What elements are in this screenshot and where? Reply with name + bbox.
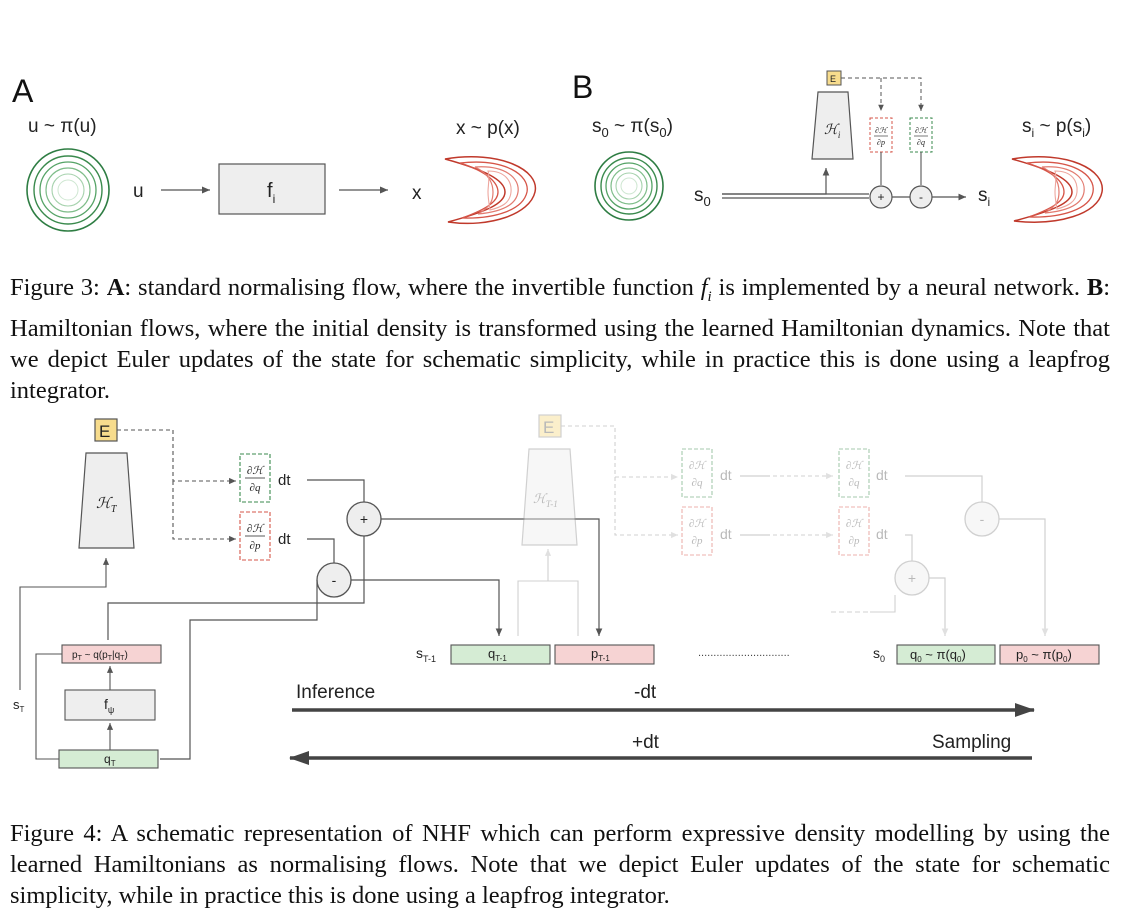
svg-text:dt: dt	[278, 531, 291, 548]
svg-text:∂ℋ∂p: ∂ℋ∂p	[846, 518, 864, 547]
sampling-label: Sampling	[932, 732, 1011, 753]
qT-label: qT	[104, 752, 116, 768]
qT1-box	[450, 644, 551, 665]
svg-text:∂ℋ∂q: ∂ℋ∂q	[689, 460, 707, 489]
svg-text:q0 ~ π(q0): q0 ~ π(q0)	[910, 647, 966, 664]
e-label: E	[830, 74, 836, 84]
si-label: si	[978, 185, 990, 209]
svg-text:∂ℋ∂q: ∂ℋ∂q	[247, 465, 265, 494]
minus-dt-label: -dt	[634, 682, 657, 703]
f-label: fi	[267, 180, 275, 206]
svg-text:-: -	[332, 572, 337, 588]
x-label: x	[412, 183, 422, 204]
prior-s0-label: s0 ~ π(s0)	[592, 116, 673, 140]
e-label-4: E	[99, 422, 110, 441]
q0-box	[896, 644, 996, 665]
s0-label-4: s0	[873, 645, 885, 664]
svg-text:pT-1: pT-1	[591, 646, 610, 663]
sT1-label: sT-1	[416, 645, 436, 664]
svg-text:-: -	[980, 511, 985, 527]
f-psi-box	[64, 689, 156, 721]
dHdp-label: ∂ℋ∂p	[875, 126, 888, 147]
target-banana	[444, 156, 537, 225]
figure-3-caption: Figure 3: A: standard normalising flow, …	[10, 274, 1110, 404]
plus-dt-label: +dt	[632, 732, 660, 753]
p0-box	[999, 644, 1100, 665]
target-si-label: si ~ p(si)	[1022, 116, 1091, 140]
target-label: x ~ p(x)	[456, 118, 520, 139]
panel-a-label: A	[12, 73, 34, 109]
f-box	[218, 163, 326, 215]
svg-text:∂ℋ∂p: ∂ℋ∂p	[689, 518, 707, 547]
h-label: ℋi	[824, 123, 841, 140]
svg-text:-: -	[919, 190, 923, 204]
inference-label: Inference	[296, 682, 375, 703]
svg-text:+: +	[877, 190, 884, 204]
hamiltonian-T	[78, 452, 135, 549]
svg-text:+: +	[360, 511, 368, 527]
svg-text:∂ℋ∂q: ∂ℋ∂q	[846, 460, 864, 489]
svg-text:p0 ~ π(p0): p0 ~ π(p0)	[1016, 647, 1072, 664]
panel-b-label: B	[572, 69, 593, 105]
svg-text:+: +	[908, 570, 916, 586]
svg-text:∂ℋ∂p: ∂ℋ∂p	[247, 523, 265, 552]
prior-rings-b	[594, 151, 664, 221]
svg-text:qT-1: qT-1	[488, 646, 507, 663]
figure-4-caption: Figure 4: A schematic representation of …	[10, 820, 1110, 909]
svg-text:ℋT-1: ℋT-1	[533, 491, 558, 509]
svg-text:E: E	[543, 418, 554, 437]
hamiltonian-net	[811, 91, 854, 160]
svg-text:dt: dt	[720, 526, 732, 542]
svg-text:dt: dt	[876, 526, 888, 542]
fig4: E ℋT ∂ℋ∂q ∂ℋ∂p dt dt + - pT ~ q(pT|qT) f…	[13, 414, 1100, 769]
svg-text:dt: dt	[278, 472, 291, 489]
pT-label: pT ~ q(pT|qT)	[72, 650, 128, 662]
fig3-panel-b: B s0 ~ π(s0) s0 ℋi E ∂ℋ∂p ∂ℋ∂q + -	[572, 69, 1103, 223]
sT-label: sT	[13, 697, 25, 714]
u-label: u	[133, 181, 144, 202]
svg-text:dt: dt	[720, 467, 732, 483]
f-psi-label: fψ	[104, 696, 114, 715]
dHdq-label: ∂ℋ∂q	[915, 126, 928, 147]
faded-block: E ℋT-1 ∂ℋ∂q ∂ℋ∂p dt dt ∂ℋ∂q ∂ℋ∂p dt dt	[517, 414, 1049, 636]
target-banana-b	[1011, 156, 1103, 223]
pT1-box	[554, 644, 655, 665]
ellipsis: ..............................	[698, 647, 790, 659]
s0-label: s0	[694, 185, 711, 209]
hT-label: ℋT	[96, 496, 118, 515]
prior-rings	[26, 148, 110, 232]
svg-text:dt: dt	[876, 467, 888, 483]
prior-label: u ~ π(u)	[28, 116, 97, 137]
fig3-panel-a: A u ~ π(u) u fi x x ~ p(x)	[12, 73, 537, 232]
